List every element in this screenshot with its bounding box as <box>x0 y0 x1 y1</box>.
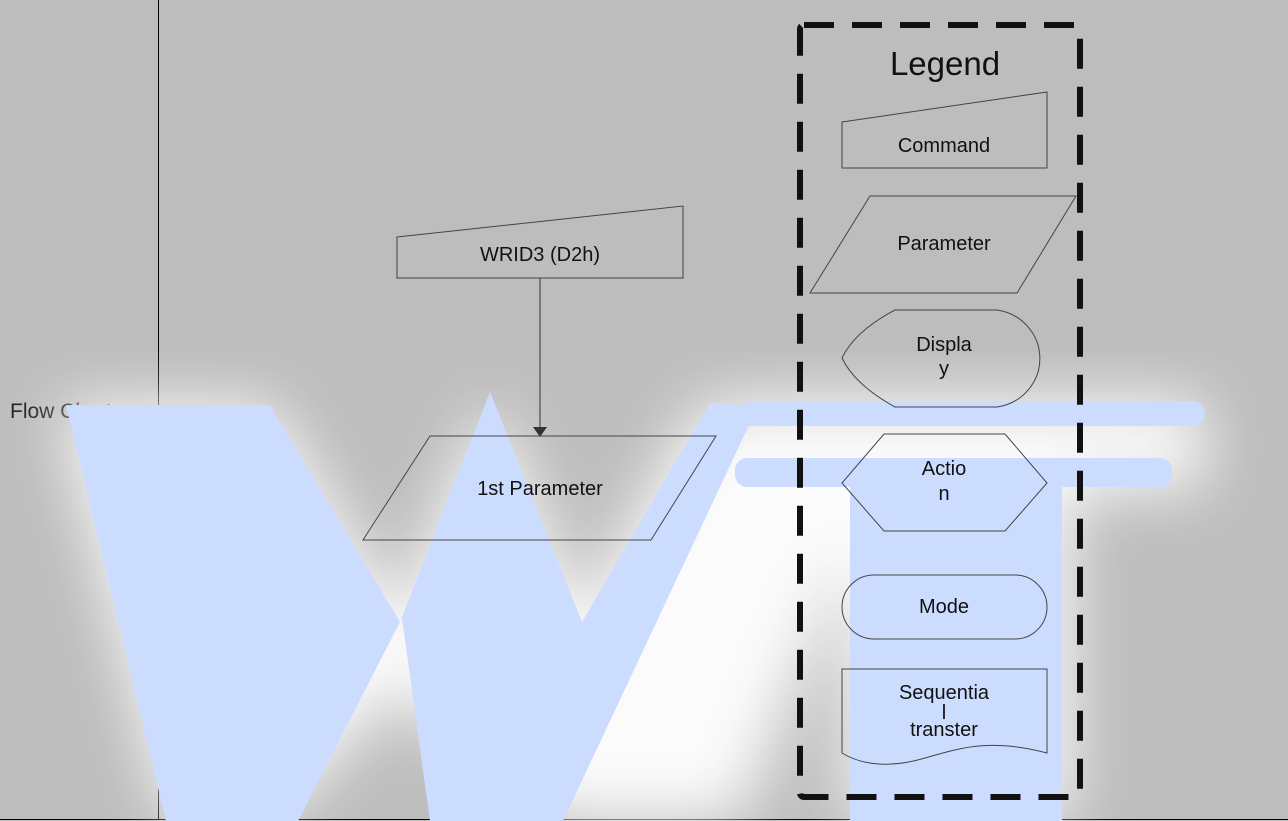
legend-title: Legend <box>890 45 1000 82</box>
flow-command-shape: WRID3 (D2h) <box>396 205 684 279</box>
legend-mode: Mode <box>841 574 1048 640</box>
legend-seq-line2: l <box>942 702 946 724</box>
legend-action-line1: Actio <box>922 458 966 480</box>
legend-seq-line3: transter <box>910 719 978 741</box>
flow-parameter-shape: 1st Parameter <box>362 435 717 541</box>
legend-box: Legend Command Parameter Displa y Actio … <box>797 22 1083 800</box>
legend-mode-label: Mode <box>919 596 969 618</box>
legend-seq-line1: Sequentia <box>899 682 990 704</box>
watermark-logo <box>60 392 1205 821</box>
legend-parameter: Parameter <box>809 195 1077 294</box>
legend-display-line1: Displa <box>916 334 972 356</box>
legend-sequential: Sequentia l transter <box>841 668 1048 765</box>
legend-parameter-label: Parameter <box>897 233 991 255</box>
legend-command-label: Command <box>898 135 990 157</box>
legend-display: Displa y <box>841 309 1041 408</box>
flow-command-label: WRID3 (D2h) <box>480 244 600 266</box>
legend-action-line2: n <box>938 483 949 505</box>
legend-command: Command <box>841 91 1048 169</box>
flow-parameter-label: 1st Parameter <box>477 478 603 500</box>
legend-action: Actio n <box>841 433 1048 532</box>
legend-display-line2: y <box>939 358 949 380</box>
